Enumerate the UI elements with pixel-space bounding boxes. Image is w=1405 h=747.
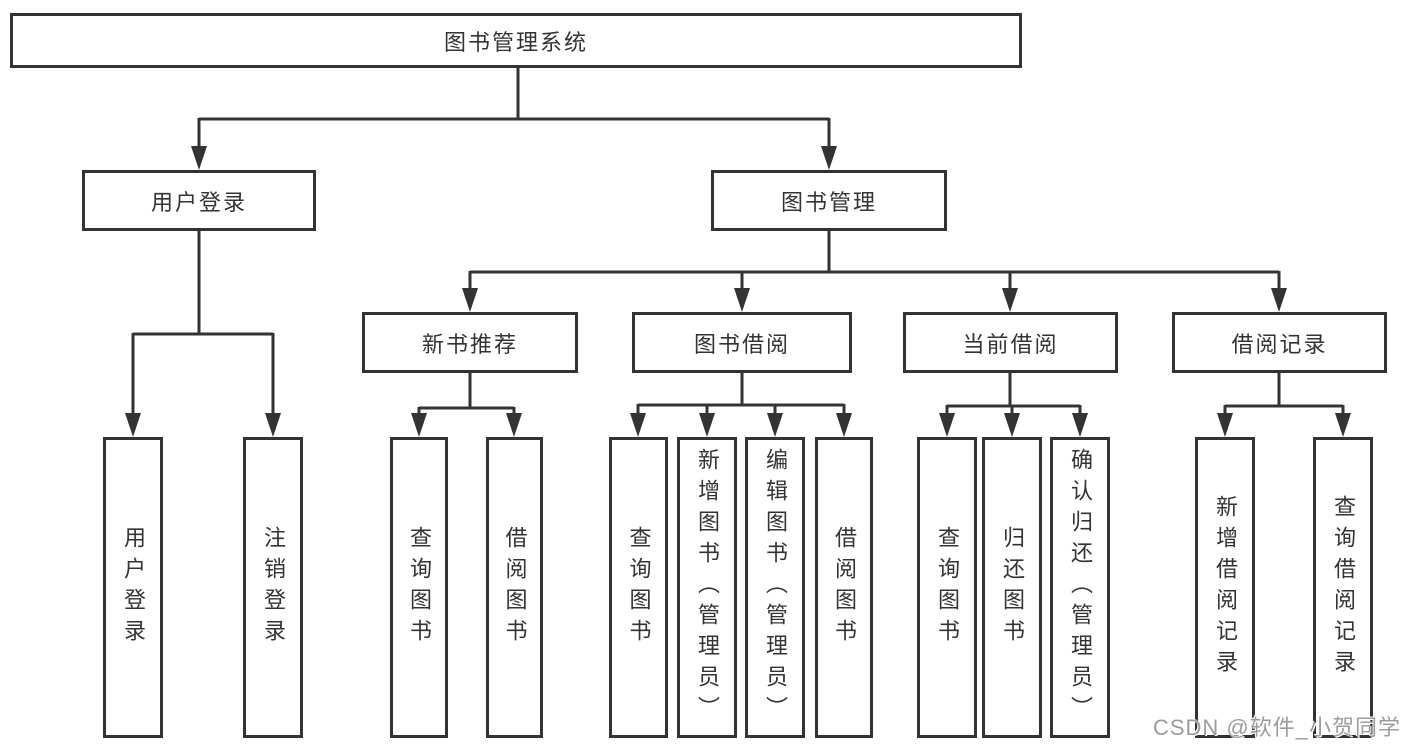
connector-line xyxy=(945,373,1082,416)
arrowhead-icon xyxy=(699,413,715,437)
arrowhead-icon xyxy=(1335,413,1351,437)
arrowhead-icon xyxy=(125,413,141,437)
node-leaf-logout: 注销登录 xyxy=(243,437,303,738)
node-label: 借阅记录 xyxy=(1231,331,1328,357)
node-label: 用户登录 xyxy=(121,525,146,650)
node-label: 图书管理系统 xyxy=(443,29,588,55)
node-leaf-return-book: 归还图书 xyxy=(982,437,1042,738)
node-book-management: 图书管理 xyxy=(711,170,947,231)
node-root: 图书管理系统 xyxy=(10,13,1022,68)
node-current-borrow: 当前借阅 xyxy=(903,312,1118,373)
node-user-login: 用户登录 xyxy=(82,170,316,231)
arrowhead-icon xyxy=(630,413,646,437)
node-leaf-query-books-3: 查询图书 xyxy=(917,437,977,738)
node-label: 借阅图书 xyxy=(832,525,857,650)
node-leaf-query-books-1: 查询图书 xyxy=(390,437,448,738)
node-leaf-query-books-2: 查询图书 xyxy=(609,437,668,738)
node-borrow-records: 借阅记录 xyxy=(1172,312,1387,373)
connector-line xyxy=(1223,373,1345,416)
arrowhead-icon xyxy=(767,413,783,437)
node-leaf-confirm-return-admin: 确认归还（管理员） xyxy=(1050,437,1110,738)
node-leaf-borrow-books-2: 借阅图书 xyxy=(815,437,873,738)
arrowhead-icon xyxy=(939,413,955,437)
arrowhead-icon xyxy=(1004,413,1020,437)
node-label: 编辑图书（管理员） xyxy=(763,448,788,727)
arrowhead-icon xyxy=(1002,288,1018,312)
node-label: 新增图书（管理员） xyxy=(695,448,720,727)
node-leaf-borrow-books-1: 借阅图书 xyxy=(486,437,543,738)
connector-line xyxy=(417,373,516,416)
arrowhead-icon xyxy=(734,288,750,312)
node-leaf-add-borrow-record: 新增借阅记录 xyxy=(1195,437,1255,738)
node-leaf-user-login: 用户登录 xyxy=(103,437,163,738)
arrowhead-icon xyxy=(836,413,852,437)
arrowhead-icon xyxy=(821,146,837,170)
node-label: 新增借阅记录 xyxy=(1213,494,1238,681)
node-label: 查询图书 xyxy=(935,525,960,650)
node-leaf-query-borrow-record: 查询借阅记录 xyxy=(1313,437,1373,738)
arrowhead-icon xyxy=(506,413,522,437)
node-label: 新书推荐 xyxy=(421,331,518,357)
arrowhead-icon xyxy=(462,288,478,312)
node-label: 图书借阅 xyxy=(693,331,790,357)
arrowhead-icon xyxy=(1217,413,1233,437)
node-label: 查询图书 xyxy=(626,525,652,650)
node-label: 图书管理 xyxy=(780,189,877,215)
node-new-book-recommend: 新书推荐 xyxy=(362,312,578,373)
node-label: 查询借阅记录 xyxy=(1331,494,1356,681)
arrowhead-icon xyxy=(265,413,281,437)
arrowhead-icon xyxy=(1271,288,1287,312)
connector-line xyxy=(636,373,846,416)
node-label: 当前借阅 xyxy=(962,331,1059,357)
connector-line xyxy=(468,231,1281,290)
node-label: 注销登录 xyxy=(261,525,286,650)
connector-line xyxy=(131,231,275,415)
csdn-watermark: CSDN @软件_小贺同学 xyxy=(1152,715,1401,740)
node-leaf-add-book-admin: 新增图书（管理员） xyxy=(677,437,737,738)
arrowhead-icon xyxy=(191,146,207,170)
arrowhead-icon xyxy=(411,413,427,437)
node-leaf-edit-book-admin: 编辑图书（管理员） xyxy=(745,437,805,738)
node-label: 查询图书 xyxy=(407,525,432,650)
node-label: 借阅图书 xyxy=(502,525,528,650)
node-book-borrow: 图书借阅 xyxy=(632,312,852,373)
node-label: 归还图书 xyxy=(1000,525,1025,650)
arrowhead-icon xyxy=(1072,413,1088,437)
node-label: 用户登录 xyxy=(150,189,247,215)
node-label: 确认归还（管理员） xyxy=(1068,448,1093,727)
connector-line xyxy=(197,67,831,150)
